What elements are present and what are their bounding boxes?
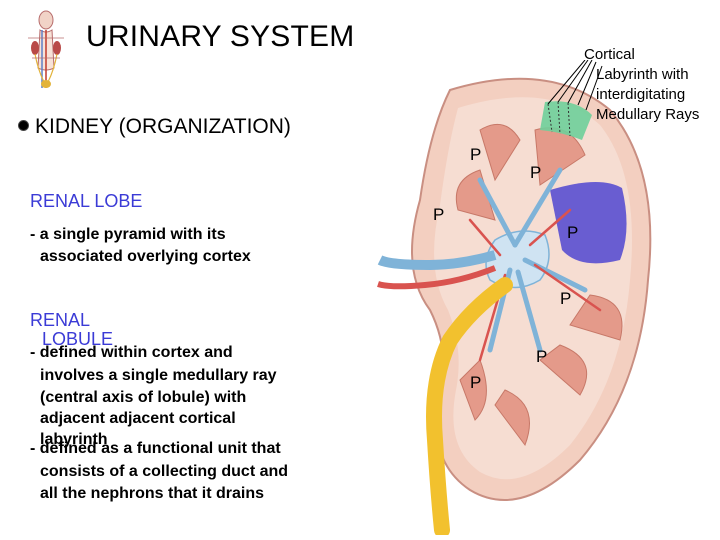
renal-lobule-line-3: (central axis of lobule) with xyxy=(40,389,247,406)
renal-lobule-line-7: consists of a collecting duct and xyxy=(40,463,289,480)
cortical-labyrinth-highlight xyxy=(540,101,592,140)
pyramid-label-5: P xyxy=(560,289,571,308)
renal-lobe-line-1: - a single pyramid with its xyxy=(30,226,226,243)
pyramid-labels: P P P P P P P xyxy=(433,145,578,392)
pyramid-label-4: P xyxy=(567,223,578,242)
pyramid-label-6: P xyxy=(536,347,547,366)
cortical-callout-lines xyxy=(547,59,603,111)
cortical-label-line-4: Medullary Rays xyxy=(596,106,700,123)
renal-lobule-line-8: all the nephrons that it drains xyxy=(40,485,265,502)
pyramid-3 xyxy=(455,169,496,221)
renal-lobule-line-4: adjacent adjacent cortical xyxy=(40,410,236,427)
pyramid-label-1: P xyxy=(470,145,481,164)
page-title: URINARY SYSTEM xyxy=(86,20,355,53)
renal-artery xyxy=(377,265,497,290)
cortical-label-line-3: interdigitating xyxy=(596,86,686,103)
pyramid-label-2: P xyxy=(530,163,541,182)
medullary-ray-lines xyxy=(547,101,571,137)
pyramid-4 xyxy=(569,294,623,341)
pyramid-7 xyxy=(494,389,530,447)
renal-pyramids xyxy=(455,123,623,447)
kidney-diagram: P P P P P P P xyxy=(330,59,660,538)
cortical-label-line-1: Cortical xyxy=(584,46,635,63)
renal-lobule-heading-line2: LOBULE xyxy=(42,329,114,349)
kidney-organization-heading: KIDNEY (ORGANIZATION) xyxy=(18,115,291,139)
pyramid-label-7: P xyxy=(470,373,481,392)
ureter xyxy=(426,277,513,538)
pyramid-1 xyxy=(479,123,521,182)
pyramid-6 xyxy=(459,359,487,421)
renal-lobe-heading: RENAL LOBE xyxy=(30,191,143,211)
kidney-illustration: P P P P P P P xyxy=(377,59,652,538)
renal-lobule-heading-line1: RENAL xyxy=(30,310,91,330)
renal-lobule-line-5: labyrinth xyxy=(40,431,108,448)
renal-lobe-line-2: associated overlying cortex xyxy=(40,248,251,265)
pyramid-5 xyxy=(539,344,588,396)
renal-lobule-line-2: involves a single medullary ray xyxy=(40,367,277,384)
cortical-labyrinth-label: Cortical Labyrinth with interdigitating … xyxy=(584,45,716,125)
renal-lobule-line-6: - defined as a functional unit that xyxy=(30,440,281,457)
cortical-label-line-2: Labyrinth with xyxy=(596,66,689,83)
renal-vein xyxy=(377,250,497,271)
renal-lobe-highlight xyxy=(550,181,627,264)
kidney-organization-text: KIDNEY (ORGANIZATION) xyxy=(35,115,291,138)
urinary-figure-icon xyxy=(28,10,64,88)
renal-lobule-line-1: - defined within cortex and xyxy=(30,344,233,361)
urinary-system-icon xyxy=(20,8,72,96)
bullet-icon xyxy=(18,119,29,131)
pyramid-label-3: P xyxy=(433,205,444,224)
